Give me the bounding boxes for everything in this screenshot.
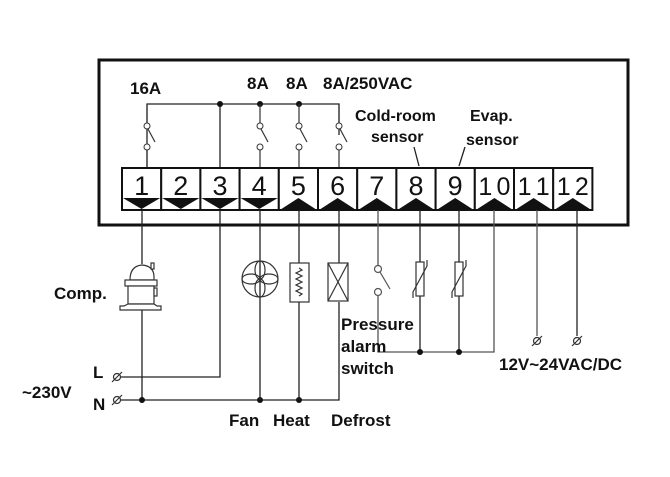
pressure-switch-icon bbox=[373, 264, 391, 297]
relay-contact bbox=[143, 104, 156, 168]
evap-sensor-label-line2: sensor bbox=[466, 132, 518, 149]
terminal-number: 1 bbox=[134, 171, 149, 201]
terminal-arrow bbox=[475, 198, 513, 210]
terminal-10: 10 bbox=[473, 167, 515, 211]
terminal-number: 8 bbox=[408, 171, 423, 201]
line-label: L bbox=[93, 363, 103, 382]
terminal-12: 12 bbox=[552, 167, 594, 211]
terminal-arrow bbox=[397, 198, 435, 210]
cold-room-leader bbox=[413, 146, 420, 167]
terminal-4: 4 bbox=[238, 167, 280, 211]
pressure-switch-label-line3: switch bbox=[341, 359, 394, 378]
neutral-label: N bbox=[93, 395, 105, 414]
defrost-heater-icon bbox=[327, 262, 349, 302]
pressure-switch-label-line1: Pressure bbox=[341, 315, 414, 334]
cold-room-sensor-label-line2: sensor bbox=[371, 129, 423, 146]
relay-contact bbox=[295, 104, 308, 168]
defrost-label: Defrost bbox=[331, 411, 391, 430]
compressor-icon bbox=[119, 262, 162, 311]
terminal-arrow bbox=[201, 198, 239, 209]
terminal-arrow bbox=[554, 198, 592, 210]
heat-label: Heat bbox=[273, 411, 310, 430]
terminal-8: 8 bbox=[395, 167, 437, 211]
mains-terminals bbox=[111, 371, 123, 406]
relay-common-bus bbox=[146, 101, 340, 168]
rating-relay-5: 8A bbox=[286, 74, 308, 93]
power-supply-terminals bbox=[531, 335, 583, 347]
fan-icon bbox=[241, 260, 279, 298]
terminal-number: 6 bbox=[330, 171, 345, 201]
terminal-number: 9 bbox=[448, 171, 463, 201]
heater-icon bbox=[289, 262, 310, 303]
evap-sensor-label-line1: Evap. bbox=[470, 108, 513, 125]
terminal-number: 4 bbox=[252, 171, 267, 201]
evap-leader bbox=[458, 146, 466, 167]
fan-label: Fan bbox=[229, 411, 259, 430]
relay-contact bbox=[335, 104, 348, 168]
terminal-5: 5 bbox=[277, 167, 319, 211]
terminal-arrow bbox=[319, 198, 357, 210]
evap-sensor-icon bbox=[451, 260, 467, 298]
terminal-3: 3 bbox=[199, 167, 241, 211]
rating-relay-1: 16A bbox=[130, 79, 161, 98]
cold-room-sensor-label-line1: Cold-room bbox=[355, 108, 436, 125]
terminal-9: 9 bbox=[434, 167, 476, 211]
pressure-switch-label-line2: alarm bbox=[341, 337, 386, 356]
terminal-arrow bbox=[515, 198, 553, 210]
terminal-arrow bbox=[240, 198, 278, 209]
controller-box bbox=[97, 58, 630, 227]
terminal-number: 2 bbox=[173, 171, 188, 201]
power-supply-label: 12V~24VAC/DC bbox=[499, 355, 622, 374]
mains-voltage-label: ~230V bbox=[22, 383, 72, 402]
terminal-arrow bbox=[436, 198, 474, 210]
external-wiring bbox=[120, 210, 578, 403]
terminal-arrow bbox=[358, 198, 396, 210]
terminal-arrow bbox=[279, 198, 317, 210]
relay-contacts bbox=[143, 104, 348, 168]
terminal-number: 3 bbox=[212, 171, 227, 201]
terminal-number: 7 bbox=[369, 171, 384, 201]
rating-relay-4: 8A bbox=[247, 74, 269, 93]
terminal-1: 1 bbox=[121, 167, 163, 211]
terminal-number: 5 bbox=[291, 171, 306, 201]
terminal-2: 2 bbox=[160, 167, 202, 211]
rating-relay-6: 8A/250VAC bbox=[323, 74, 412, 93]
terminal-arrow bbox=[162, 198, 200, 209]
terminal-7: 7 bbox=[356, 167, 398, 211]
terminal-11: 11 bbox=[513, 167, 555, 211]
cold-room-sensor-icon bbox=[412, 260, 428, 298]
relay-contact bbox=[256, 104, 269, 168]
terminal-6: 6 bbox=[317, 167, 359, 211]
compressor-label: Comp. bbox=[54, 284, 107, 303]
terminal-arrow bbox=[123, 198, 161, 209]
